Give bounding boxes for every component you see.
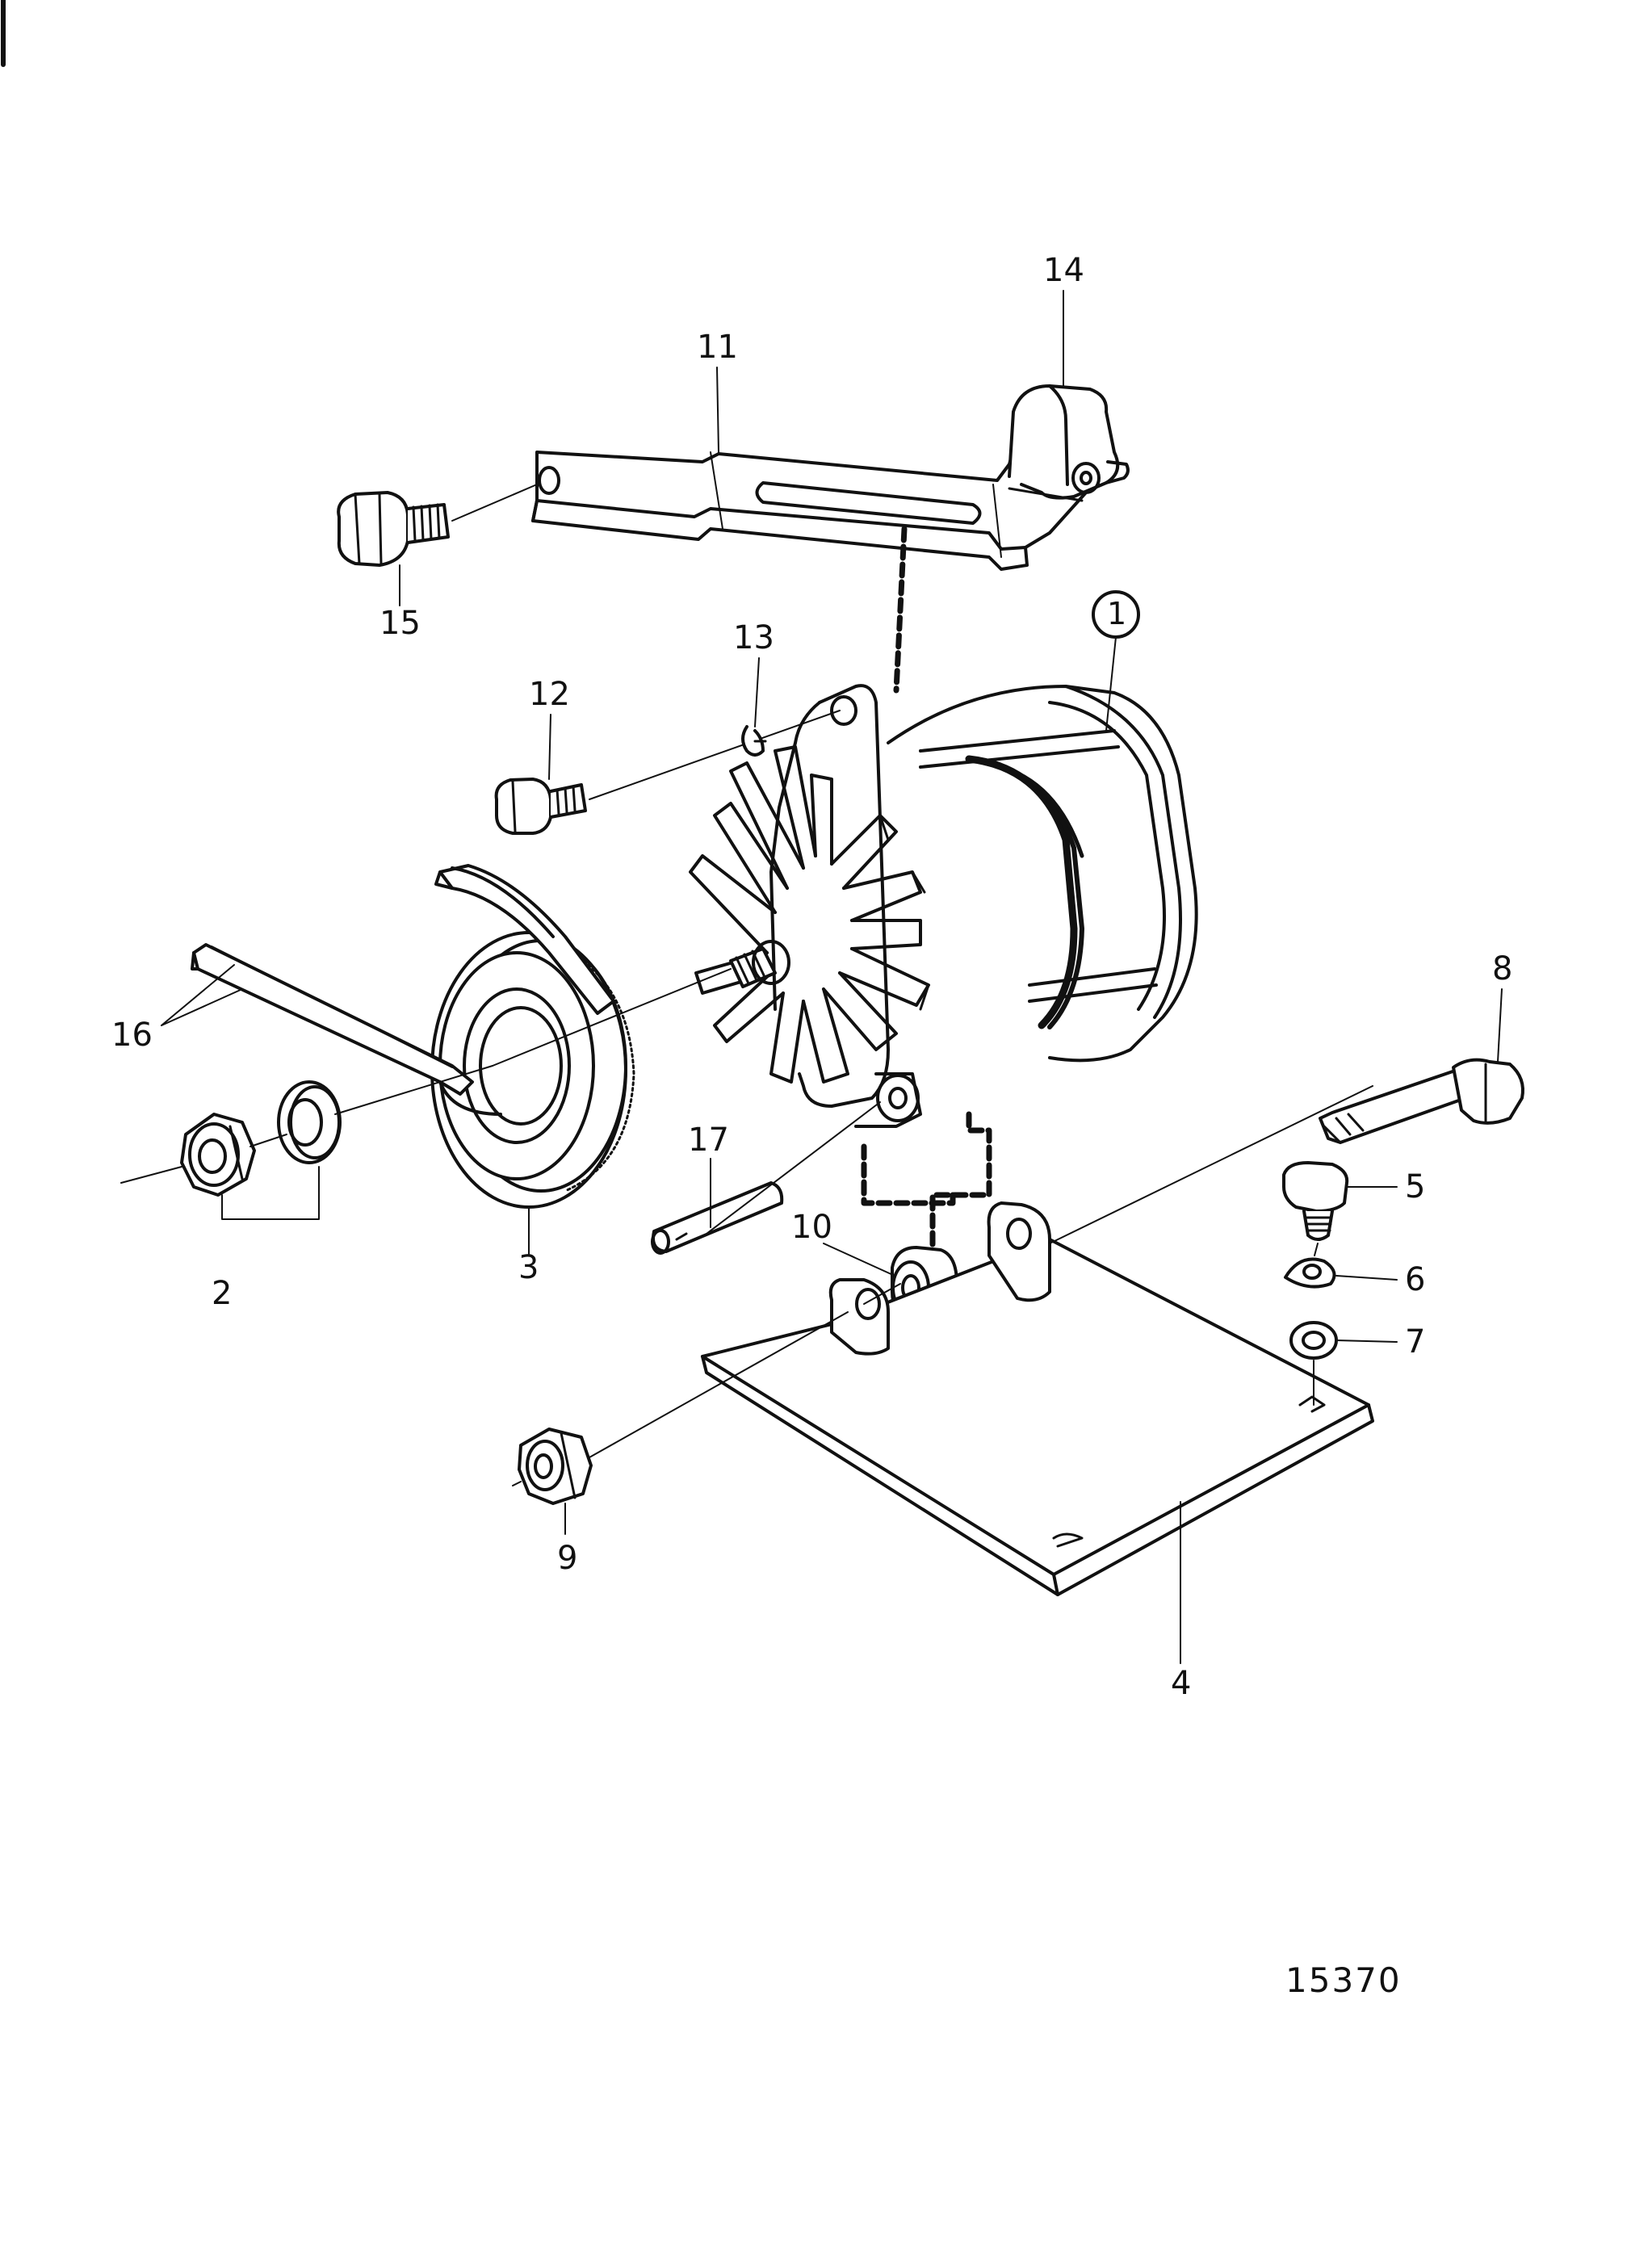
clip-13: [741, 657, 767, 757]
pulley: [430, 931, 732, 1209]
adjusting-bracket: [531, 394, 1088, 571]
roll-pin: [651, 1101, 881, 1255]
dashed-connector-right: [929, 1111, 992, 1263]
callout-2: 2: [212, 1275, 233, 1312]
callout-6: 6: [1405, 1261, 1426, 1298]
callout-5: 5: [1405, 1168, 1426, 1205]
bolt-8: [1319, 988, 1524, 1144]
callout-3: 3: [518, 1249, 539, 1286]
dashed-connector-top: [893, 526, 908, 694]
alternator: [689, 684, 1198, 1128]
washer-2: [277, 1080, 342, 1164]
callout-13: 13: [733, 619, 774, 656]
callout-14: 14: [1043, 252, 1084, 289]
nut-9: [512, 1311, 849, 1505]
leader-lines: [399, 290, 1181, 1664]
bolt-15: [337, 484, 538, 567]
tension-clamp: [1008, 384, 1130, 502]
lock-washer-6: [1284, 1257, 1398, 1289]
v-belt: [161, 864, 615, 1116]
axis-line-left: [120, 1166, 182, 1184]
callout-16: 16: [111, 1017, 153, 1054]
callout-11: 11: [697, 329, 738, 366]
dashed-connector-left: [861, 1143, 956, 1206]
callout-9: 9: [557, 1540, 578, 1577]
bolt-5: [1282, 1161, 1398, 1256]
nut-2: [180, 1113, 256, 1197]
washer-7: [1289, 1321, 1398, 1406]
callout-1: 1: [1107, 596, 1127, 631]
callout-17: 17: [688, 1122, 729, 1159]
callout-8: 8: [1492, 950, 1513, 987]
callout-10: 10: [791, 1209, 832, 1246]
callout-4: 4: [1171, 1665, 1192, 1702]
callout-7: 7: [1405, 1323, 1426, 1360]
callout-12: 12: [529, 676, 570, 713]
callout-15: 15: [379, 605, 421, 642]
mounting-plate: [701, 1085, 1374, 1596]
bolt-12: [494, 710, 841, 835]
figure-number: 15370: [1285, 1960, 1402, 2000]
callout-bracket-2: [221, 1166, 320, 1220]
